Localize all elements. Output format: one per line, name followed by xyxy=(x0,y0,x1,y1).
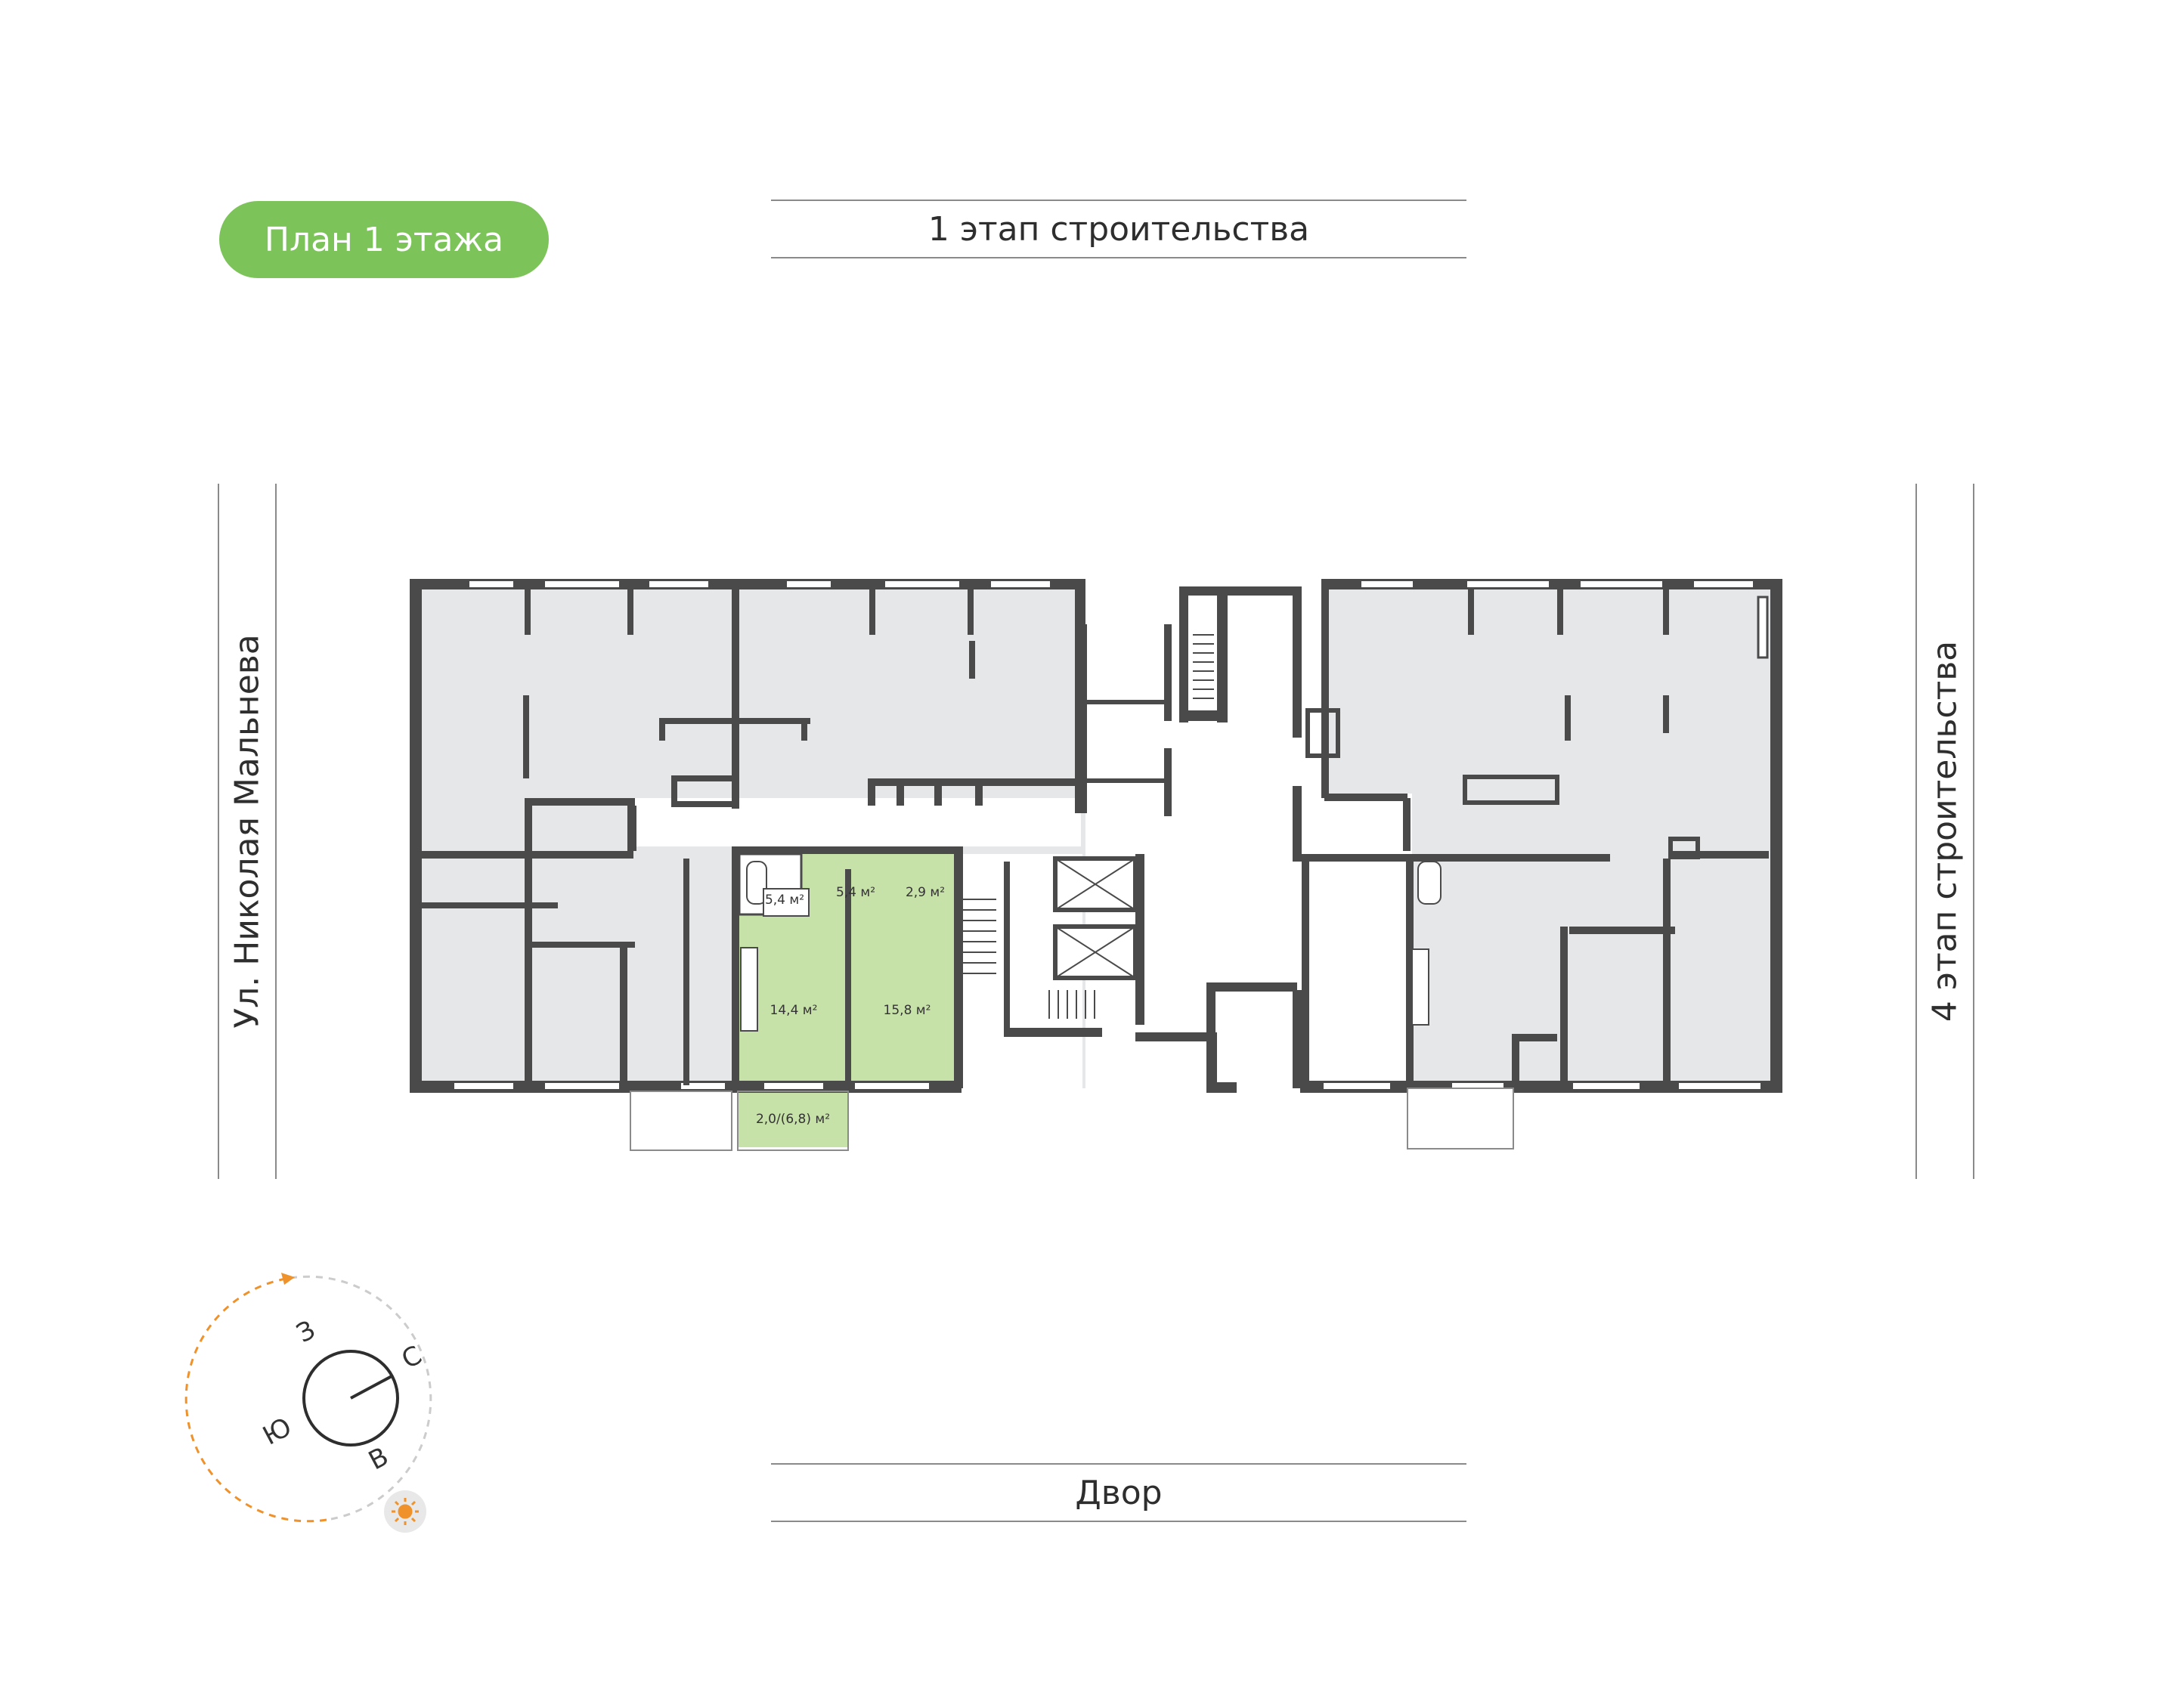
floor-badge: План 1 этажа xyxy=(219,201,549,278)
top-label-text: 1 этап строительства xyxy=(927,209,1310,249)
building-core xyxy=(963,586,1302,1093)
right-wing xyxy=(1300,579,1782,1149)
balcony-highlight xyxy=(738,1088,848,1147)
floor-badge-label: План 1 этажа xyxy=(264,220,504,259)
area-label-balcony: 2,0/(6,8) м² xyxy=(756,1112,830,1127)
area-label-hall: 5,4 м² xyxy=(836,885,875,900)
compass: З С Ю В xyxy=(184,1273,432,1533)
area-label-room: 15,8 м² xyxy=(884,1003,931,1018)
compass-south: Ю xyxy=(258,1412,296,1452)
area-label-kitchen: 14,4 м² xyxy=(770,1003,818,1018)
sun-path-arc xyxy=(184,1277,332,1523)
top-label: 1 этап строительства xyxy=(771,200,1466,258)
sun-path-arrow-icon xyxy=(281,1273,295,1285)
bottom-label: Двор xyxy=(771,1463,1466,1522)
area-label-storage: 2,9 м² xyxy=(906,885,945,900)
bottom-label-text: Двор xyxy=(1075,1473,1163,1512)
compass-east: В xyxy=(364,1441,393,1476)
left-wing xyxy=(410,579,1085,1151)
sun-icon xyxy=(392,1498,419,1525)
right-stage-label: 4 этап строительства xyxy=(1915,484,1974,1179)
compass-west: З xyxy=(292,1315,321,1350)
area-label-bath: 5,4 м² xyxy=(765,893,804,908)
left-street-label: Ул. Николая Мальнева xyxy=(218,484,277,1179)
